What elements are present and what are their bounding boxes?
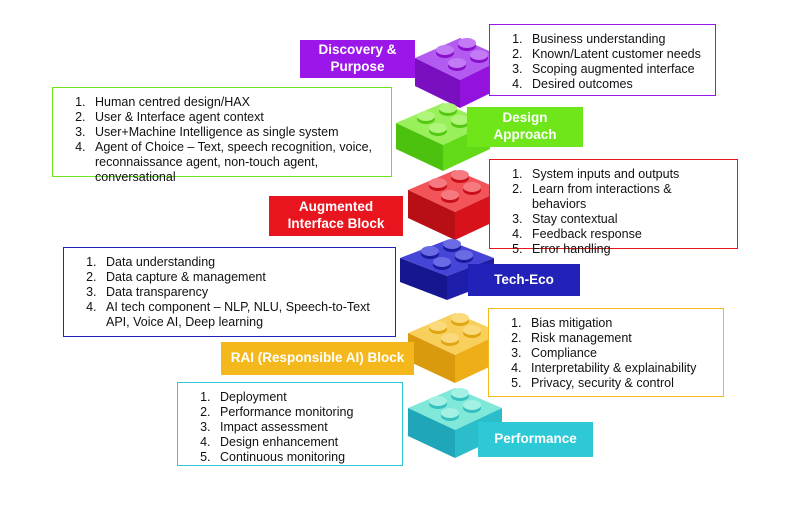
list-item: Compliance — [525, 346, 713, 361]
augmented-details-box: System inputs and outputs Learn from int… — [489, 159, 738, 256]
list-item: Data capture & management — [100, 270, 385, 285]
list-item: User & Interface agent context — [89, 110, 381, 125]
list-item: Learn from interactions & behaviors — [526, 182, 727, 212]
list-item: Data understanding — [100, 255, 385, 270]
list-item: Desired outcomes — [526, 77, 705, 92]
list-item: Privacy, security & control — [525, 376, 713, 391]
list-item: Agent of Choice – Text, speech recogniti… — [89, 140, 381, 185]
stage-label-design: Design Approach — [467, 107, 583, 147]
stage-label-performance: Performance — [478, 422, 593, 457]
list-item: Design enhancement — [214, 435, 392, 450]
list-item: Human centred design/HAX — [89, 95, 381, 110]
list-item: User+Machine Intelligence as single syst… — [89, 125, 381, 140]
list-item: Deployment — [214, 390, 392, 405]
lego-brick-teal — [408, 388, 502, 458]
list-item: Stay contextual — [526, 212, 727, 227]
list-item: Risk management — [525, 331, 713, 346]
design-details-box: Human centred design/HAX User & Interfac… — [52, 87, 392, 184]
list-item: Scoping augmented interface — [526, 62, 705, 77]
list-item: Bias mitigation — [525, 316, 713, 331]
list-item: AI tech component – NLP, NLU, Speech-to-… — [100, 300, 385, 330]
list-item: Performance monitoring — [214, 405, 392, 420]
discovery-details-box: Business understanding Known/Latent cust… — [489, 24, 716, 96]
list-item: Data transparency — [100, 285, 385, 300]
tech-eco-details-box: Data understanding Data capture & manage… — [63, 247, 396, 337]
stage-label-tech-eco: Tech-Eco — [468, 264, 580, 296]
list-item: System inputs and outputs — [526, 167, 727, 182]
list-item: Feedback response — [526, 227, 727, 242]
list-item: Error handling — [526, 242, 727, 257]
list-item: Known/Latent customer needs — [526, 47, 705, 62]
performance-details-box: Deployment Performance monitoring Impact… — [177, 382, 403, 466]
stage-label-discovery: Discovery & Purpose — [300, 40, 415, 78]
stage-label-augmented: Augmented Interface Block — [269, 196, 403, 236]
list-item: Impact assessment — [214, 420, 392, 435]
stage-label-rai: RAI (Responsible AI) Block — [221, 342, 414, 375]
list-item: Continuous monitoring — [214, 450, 392, 465]
list-item: Interpretability & explainability — [525, 361, 713, 376]
rai-details-box: Bias mitigation Risk management Complian… — [488, 308, 724, 397]
lego-brick-green — [396, 103, 490, 171]
list-item: Business understanding — [526, 32, 705, 47]
lego-brick-red — [408, 170, 502, 240]
